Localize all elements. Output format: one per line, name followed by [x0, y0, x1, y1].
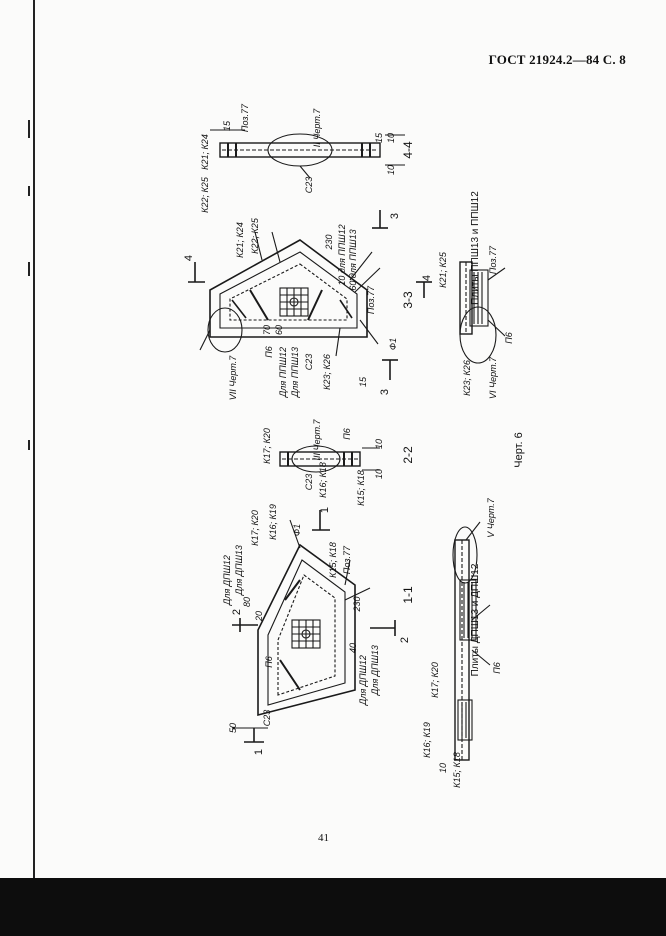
label-k21k24: К21; К24 [200, 134, 210, 170]
label-c23d: С23 [262, 710, 272, 727]
label-chert7-V: V Черт.7 [486, 497, 496, 537]
dim-10-ppsh12: 10 для ППШ12 [337, 224, 347, 285]
cut-1b: 1 [253, 749, 265, 755]
label-for-ppsh13: Для ППШ13 [290, 347, 300, 398]
label-k16k18: К16; К18 [318, 462, 328, 498]
scan-mark [28, 120, 30, 138]
dim-40: 40 [348, 643, 358, 653]
label-p6e: П6 [492, 662, 502, 674]
binding-rule [33, 0, 35, 880]
scan-mark [28, 440, 30, 450]
title-top: Плиты ППШ13 и ППШ12 [470, 191, 481, 305]
cut-1a: 1 [319, 507, 331, 513]
label-k22k25-plan: К22; К25 [250, 217, 260, 254]
label-k17k20-s11: К17; К20 [430, 662, 440, 698]
dim-10a: 10 [386, 133, 396, 143]
title-bottom: Плиты ДПШ13 и ДПШ12 [470, 563, 481, 676]
label-for-dpsh12b: Для ДПШ12 [358, 655, 368, 706]
label-k22k25: К22; К25 [200, 176, 210, 213]
cut-2b: 2 [399, 637, 411, 643]
label-k17k20: К17; К20 [262, 428, 272, 464]
label-poz77a: Поз.77 [240, 103, 250, 132]
dim-10c: 10 [374, 439, 384, 449]
dim-10d: 10 [374, 469, 384, 479]
label-for-dpsh13b: Для ДПШ13 [370, 645, 380, 696]
dim-15b: 15 [374, 132, 384, 143]
cut-3a: 3 [379, 389, 391, 395]
label-f1b: Ф1 [292, 524, 302, 536]
section-label-4-4: 4-4 [401, 141, 415, 159]
label-for-ppsh12: Для ППШ12 [278, 347, 288, 398]
label-poz77d: Поз.77 [342, 545, 352, 574]
scan-mark [28, 186, 30, 196]
dim-60: 60 [274, 325, 284, 335]
label-poz77c: Поз.77 [488, 245, 498, 274]
dim-230a: 230 [324, 234, 334, 250]
label-c23a: С23 [304, 177, 314, 194]
section-1-1 [452, 521, 491, 761]
dim-15c: 15 [358, 376, 368, 387]
page-number: 41 [318, 832, 329, 844]
label-k23k26-s33: К23; К26 [462, 360, 472, 396]
label-p6b: П6 [504, 332, 514, 344]
scan-mark [28, 262, 30, 276]
plan-dpsh [232, 510, 396, 743]
label-chert7-II: II Черт.7 [312, 108, 322, 147]
section-3-3 [459, 261, 506, 364]
label-c23b: С23 [304, 354, 314, 371]
section-2-2 [279, 445, 380, 473]
label-k15k18: К15; К18 [356, 470, 366, 506]
dim-60-ppsh13: 60 для ППШ13 [348, 229, 358, 290]
label-c23c: С23 [304, 474, 314, 491]
label-k21k24-plan: К21; К24 [235, 222, 245, 258]
dim-10e: 10 [438, 763, 448, 773]
cut-4b: 4 [421, 275, 433, 281]
label-poz77b: Поз.77 [366, 285, 376, 314]
label-k17k20-plan: К17; К20 [250, 510, 260, 546]
label-for-dpsh12a: Для ДПШ12 [222, 555, 232, 606]
label-chert7-VI: VI Черт.7 [488, 356, 498, 399]
scan-edge-bar [0, 878, 666, 936]
label-p6c: П6 [342, 428, 352, 440]
label-k16k19-plan: К16; К19 [268, 504, 278, 540]
label-k16k19-s11: К16; К19 [422, 722, 432, 758]
cut-2a: 2 [231, 609, 243, 615]
figure-caption: Черт. 6 [513, 432, 525, 467]
label-for-dpsh13a: Для ДПШ13 [234, 545, 244, 596]
dim-10b: 10 [386, 165, 396, 175]
section-4-4 [210, 129, 405, 179]
dim-15a: 15 [222, 120, 232, 131]
dim-70: 70 [262, 325, 272, 335]
label-k23k26: К23; К26 [322, 354, 332, 390]
label-k15k18-s11: К15; К18 [452, 752, 462, 788]
dim-230b: 230 [352, 596, 362, 612]
dim-50: 50 [228, 723, 238, 733]
plan-ppsh [188, 210, 432, 380]
cut-4a: 4 [183, 255, 195, 261]
label-f1a: Ф1 [388, 338, 398, 350]
label-k21k25: К21; К25 [438, 251, 448, 288]
dim-20: 20 [254, 611, 264, 622]
label-chert7-VII: VII Черт.7 [228, 355, 238, 400]
section-label-1-1: 1-1 [401, 586, 415, 604]
section-label-2-2: 2-2 [401, 446, 415, 464]
standard-header: ГОСТ 21924.2—84 С. 8 [488, 52, 626, 67]
label-p6d: П6 [264, 656, 274, 668]
label-p6a: П6 [264, 346, 274, 358]
label-chert7-III: III Черт.7 [312, 419, 322, 461]
dim-80: 80 [242, 597, 252, 607]
label-k15k18-plan: К15; К18 [328, 542, 338, 578]
cut-3b: 3 [389, 213, 401, 219]
section-label-3-3: 3-3 [401, 291, 415, 309]
